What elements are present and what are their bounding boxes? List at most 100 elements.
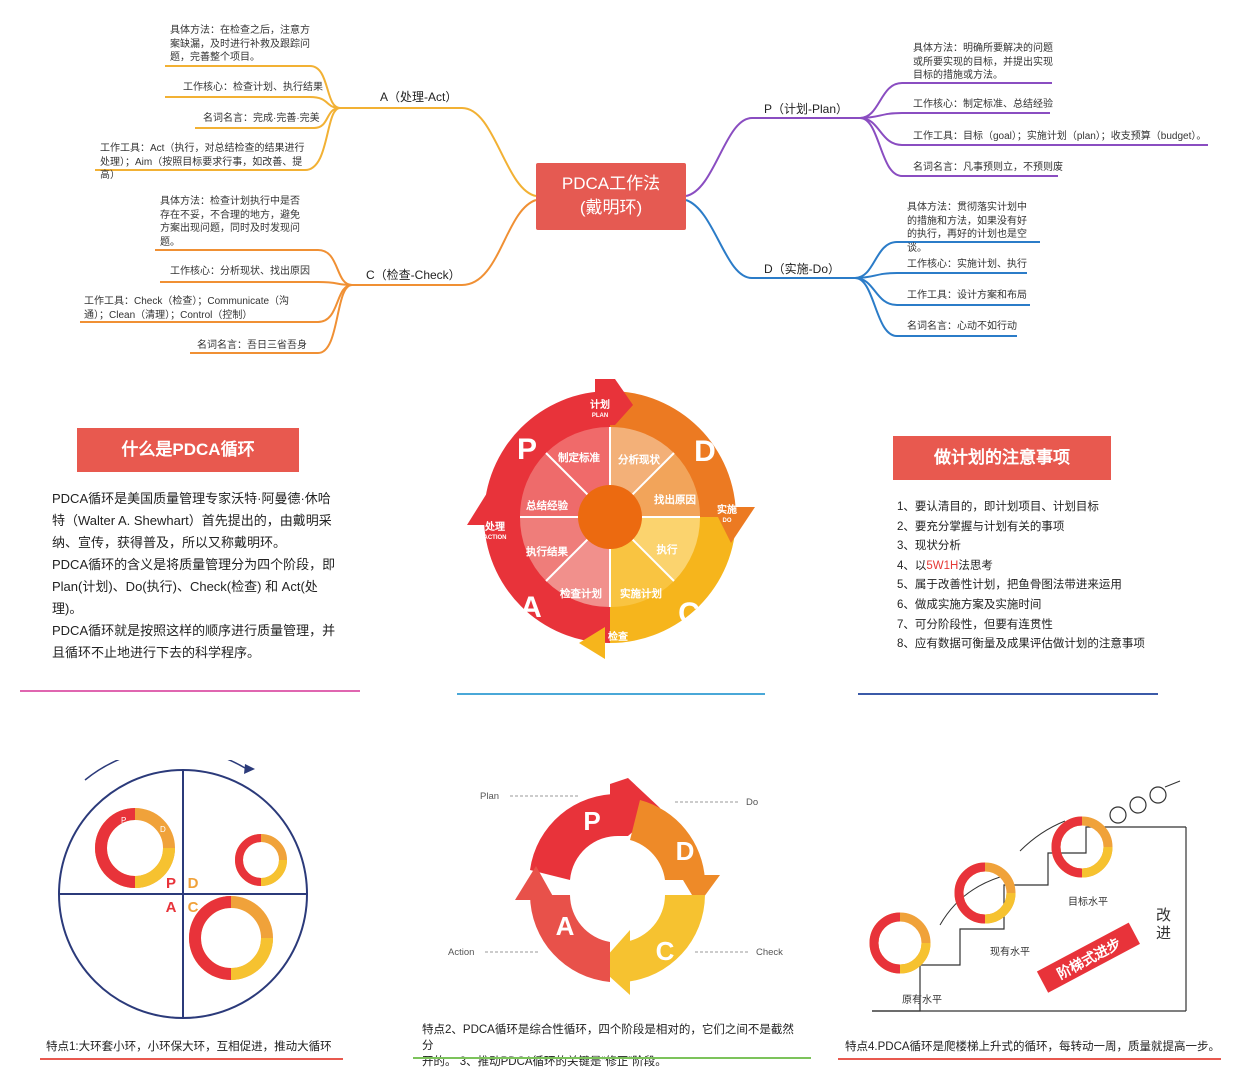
- wheel-seg5-label: 实施计划: [620, 587, 662, 600]
- what-is-para-1: PDCA循环是美国质量管理专家沃特·阿曼德·休哈特（Walter A. Shew…: [52, 491, 332, 550]
- check-branch-label: C（检查-Check）: [366, 268, 461, 282]
- wheel-seg7-label: 执行结果: [526, 545, 568, 558]
- what-is-title: 什么是PDCA循环: [77, 428, 299, 472]
- f2-letter-d: D: [676, 836, 695, 866]
- wheel-seg8-label: 总结经验: [526, 499, 568, 512]
- act-branch-label: A（处理-Act）: [380, 90, 458, 104]
- check-core-text: 工作核心：分析现状、找出原因: [170, 266, 310, 277]
- divider-green: [413, 1057, 811, 1059]
- f4-cycle-3: [1051, 816, 1113, 878]
- wheel-seg4-label: 执行: [657, 543, 678, 556]
- plan-branch-label: P（计划-Plan）: [764, 102, 849, 116]
- plan-note-4-highlight: 5W1H: [926, 559, 959, 572]
- check-tools-text: 工作工具：Check（检查）；Communicate（沟通）；Clean（清理）…: [84, 296, 290, 321]
- plan-tools-text: 工作工具：目标（goal）；实施计划（plan）；收支预算（budget）。: [913, 131, 1207, 142]
- wheel-arrow-do: [713, 507, 755, 543]
- plan-note-1: 1、要认清目的，即计划项目、计划目标: [897, 501, 1099, 513]
- f1-cycle-lower: [189, 896, 273, 980]
- check-quote-text: 名词名言：吾日三省吾身: [197, 340, 307, 351]
- f2-arc-plan: [530, 793, 620, 880]
- wheel-arrow-check: [579, 627, 605, 659]
- plan-main-link: [685, 117, 753, 197]
- plan-note-4-suffix: 法思考: [958, 559, 993, 572]
- f2-label-check: Check: [756, 947, 783, 958]
- wheel-check-cn: 检查: [608, 630, 629, 643]
- wheel-letter-p: P: [517, 433, 537, 466]
- wheel-letter-d: D: [694, 435, 716, 468]
- f2-arc-check: [625, 895, 705, 982]
- f4-level-original: 原有水平: [902, 993, 942, 1006]
- wheel-plan-en: PLAN: [592, 413, 608, 419]
- mindmap-connectors: [80, 65, 1208, 354]
- plan-quote-text: 名词名言：凡事预则立，不预则废: [913, 162, 1063, 173]
- wheel-letter-c: C: [678, 597, 700, 630]
- feature2-caption-line2: 开的。 3、推动PDCA循环的关键是“修正”阶段。: [422, 1056, 667, 1068]
- f4-level-current: 现有水平: [990, 945, 1030, 958]
- wheel-letter-a: A: [520, 591, 542, 624]
- f2-label-plan: Plan: [480, 791, 499, 802]
- f4-improve-2: 进: [1156, 925, 1171, 942]
- f1-small-d: D: [160, 825, 166, 834]
- act-method-text: 具体方法：在检查之后，注意方案缺漏，及时进行补救及跟踪问题，完善整个项目。: [170, 25, 310, 63]
- wheel-check-en: CHECK: [607, 645, 629, 651]
- divider-pink: [20, 690, 360, 692]
- f4-stamp: 阶梯式进步: [1036, 922, 1140, 993]
- do-quote-text: 名词名言：心动不如行动: [907, 321, 1017, 332]
- feature2-caption: 特点2、PDCA循环是综合性循环，四个阶段是相对的，它们之间不是截然分 开的。 …: [422, 1022, 802, 1070]
- f4-cycle-1: [869, 912, 931, 974]
- do-method-text: 具体方法：贯彻落实计划中的措施和方法，如果没有好的执行，再好的计划也是空谈。: [907, 202, 1027, 254]
- wheel-seg3-label: 找出原因: [654, 493, 696, 506]
- divider-navy: [858, 693, 1158, 695]
- mindmap-center-node: PDCA工作法 (戴明环): [536, 163, 686, 230]
- do-branch-label: D（实施-Do）: [764, 262, 841, 276]
- feature4-diagram: 原有水平 现有水平 目标水平 改 进 阶梯式进步: [869, 780, 1187, 1012]
- what-is-para-2: PDCA循环的含义是将质量管理分为四个阶段，即Plan(计划)、Do(执行)、C…: [52, 557, 336, 616]
- feature2-diagram: P D C A Plan Do Check Action: [448, 778, 783, 995]
- f1-letter-d: D: [188, 875, 199, 892]
- check-main-link: [461, 199, 537, 286]
- act-core-text: 工作核心：检查计划、执行结果: [183, 82, 323, 93]
- feature4-caption: 特点4.PDCA循环是爬楼梯上升式的循环，每转动一周，质量就提高一步。: [845, 1041, 1221, 1053]
- f1-cycle-large: P D: [95, 808, 175, 888]
- plan-note-2: 2、要充分掌握与计划有关的事项: [897, 520, 1065, 533]
- plan-note-3: 3、现状分析: [897, 540, 961, 553]
- wheel-arrow-act: [467, 493, 505, 525]
- f4-cycle-2: [954, 862, 1016, 924]
- plan-core-text: 工作核心：制定标准、总结经验: [913, 99, 1053, 110]
- f2-label-action: Action: [448, 947, 474, 958]
- divider-red: [40, 1058, 343, 1060]
- do-core-text: 工作核心：实施计划、执行: [907, 259, 1027, 270]
- plan-note-4: 4、以5W1H法思考: [897, 557, 1197, 577]
- act-main-link: [461, 107, 537, 197]
- f1-small-p: P: [121, 816, 126, 825]
- f2-letter-c: C: [656, 936, 675, 966]
- what-is-body: PDCA循环是美国质量管理专家沃特·阿曼德·休哈特（Walter A. Shew…: [52, 488, 337, 664]
- check-method-text: 具体方法：检查计划执行中是否存在不妥，不合理的地方，避免方案出现问题，同时及时发…: [160, 196, 300, 248]
- feature1-caption: 特点1:大环套小环，小环保大环，互相促进，推动大循环: [46, 1041, 332, 1053]
- f1-letter-p: P: [166, 875, 176, 892]
- act-quote-text: 名词名言：完成·完善·完美: [203, 113, 320, 124]
- wheel-seg1-label: 制定标准: [558, 451, 600, 464]
- do-main-link: [685, 199, 753, 279]
- wheel-seg2-label: 分析现状: [618, 453, 660, 466]
- f4-improve-1: 改: [1156, 907, 1171, 924]
- wheel-do-en: DO: [723, 518, 732, 524]
- wheel-act-cn: 处理: [484, 520, 505, 533]
- plan-note-4-prefix: 4、以: [897, 559, 927, 572]
- f1-cycle-small: [235, 834, 287, 886]
- wheel-hub: [578, 485, 642, 549]
- wheel-do-cn: 实施: [717, 503, 737, 516]
- f2-arc-do: [630, 800, 705, 880]
- wheel-arrow-plan: [595, 379, 633, 425]
- plan-notes-list: 1、要认清目的，即计划项目、计划目标 2、要充分掌握与计划有关的事项 3、现状分…: [897, 498, 1197, 655]
- plan-note-8: 8、应有数据可衡量及成果评估做计划的注意事项: [897, 638, 1145, 651]
- divider-blue: [457, 693, 765, 695]
- f2-letter-a: A: [556, 911, 575, 941]
- f2-label-do: Do: [746, 797, 758, 808]
- feature2-caption-line1: 特点2、PDCA循环是综合性循环，四个阶段是相对的，它们之间不是截然分: [422, 1024, 794, 1052]
- wheel-act-en: ACTION: [484, 535, 507, 541]
- what-is-para-3: PDCA循环就是按照这样的顺序进行质量管理，并且循环不止地进行下去的科学程序。: [52, 623, 336, 660]
- plan-note-6: 6、做成实施方案及实施时间: [897, 598, 1042, 611]
- pdca-wheel: P D C A 计划 PLAN 实施 DO 检查 CHECK 处理 ACTION…: [467, 379, 755, 659]
- wheel-plan-cn: 计划: [590, 398, 610, 411]
